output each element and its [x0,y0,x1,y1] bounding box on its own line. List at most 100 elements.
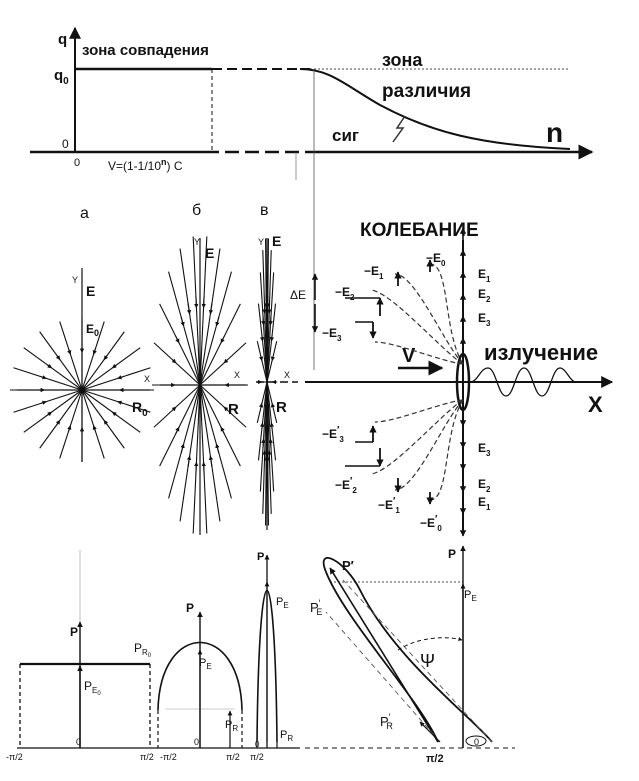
panel-v-ray-arrow [258,402,264,408]
zone-diff-label-1: зона [382,50,423,70]
panel-b-ray-arrow [223,406,229,412]
panel-b-ray [153,342,201,386]
panel-v-ray [266,381,278,423]
panel-v-R-label: R [276,399,287,416]
panel-b-ray [168,384,201,499]
label-E2-upper: E2 [478,287,491,304]
rot-PE-label: PE [464,589,477,603]
osc-upper-curve [374,341,464,365]
radiation-wave [469,367,577,397]
panel-a-ray [81,389,125,449]
rot-pi2: π/2 [426,753,444,765]
panel-a-ray [81,389,141,433]
rot-P-prime-label: P′ [342,558,354,573]
panel-v-ray [256,381,268,423]
zone-match-label: зона совпадения [82,42,209,59]
panel-b-ray [199,384,221,522]
panel-a-ray-arrow [67,425,72,432]
plot-a-P-label: P [70,625,78,639]
panel-b-ray [179,384,201,522]
panel-v-ray-arrow [269,334,275,342]
rot-PR-prime-label: P′R [380,712,393,731]
panel-v-ray [266,250,272,383]
label-q0: q0 [54,67,69,87]
label-minus-E2-upper: −E2 [335,285,355,302]
panel-b-x-label: X [234,370,240,380]
plot-v-pi2: π/2 [250,752,264,762]
panel-v-ray-arrow [259,422,265,430]
panel-a-ray [81,389,105,459]
plot-b-curve [157,641,243,711]
plot-a-minus-pi2: -π/2 [6,752,23,762]
panel-a-ray-arrow [103,419,109,426]
plot-v-zero: 0 [255,740,260,749]
panel-a-ray-arrow [55,419,61,426]
panel-v-ray-arrow [268,438,273,448]
panel-v-ray [262,381,268,514]
panel-a-ray [39,389,83,449]
panel-b-ray-arrow [215,316,220,327]
panel-b-E-label: E [205,245,214,261]
plot-a-pi2: π/2 [140,752,154,762]
plot-a-zero: 0 [76,737,81,747]
panel-b-ray-arrow [223,358,229,364]
panel-a-ray [59,389,83,459]
label-X: X [588,392,603,417]
rot-psi-label: Ψ [420,651,435,671]
panel-b-ray [199,248,221,386]
panel-b-ray [159,303,201,386]
field-panel-v [256,238,278,526]
panel-b-ray-arrow [180,443,185,454]
panel-b-y-label: Y [194,237,200,247]
panel-a-ray [39,331,83,391]
label-zero-y: 0 [62,137,69,151]
panel-v-ray [257,303,268,383]
label-E3-lower: E3 [478,441,491,458]
panel-a-ray-arrow [111,411,118,417]
panel-a-ray-arrow [46,363,53,369]
rot-PR-prime-arrow [419,721,441,743]
rot-psi-arc [397,637,463,651]
panel-v-ray [259,381,268,492]
panel-v-ray-arrow [269,422,275,430]
panel-b-ray [199,384,208,534]
panel-b-ray-arrow [194,461,199,475]
panel-b-ray-arrow [201,461,206,475]
zone-diff-label-2: различия [382,81,471,102]
sig-label: сиг [332,126,359,145]
panel-a-ray [81,321,105,391]
panel-v-ray-arrow [270,402,276,408]
plot-a-PR0-label: PR0 [134,641,152,659]
panel-a-ray-arrow [40,375,47,380]
panel-a-E-label: E [86,283,95,299]
panel-a-ray [13,389,83,413]
panel-a-ray [81,331,125,391]
panel-v-y-label: Y [258,237,264,247]
rot-zero: 0 [474,737,479,747]
plot-b-zero: 0 [194,737,199,747]
panel-b-ray-arrow [171,406,177,412]
panel-a-ray [81,347,141,391]
rot-P-label: P [448,547,456,561]
panel-a-ray [81,367,151,391]
panel-b-ray-arrow [215,443,220,454]
top-graph: q q0 0 0 зона совпадения зона различия с… [30,26,594,370]
panel-b-ray-arrow [208,455,214,467]
plot-b-PR-label: PR [225,719,238,733]
rot-dashed-2 [342,579,493,743]
panel-b-ray [199,271,232,386]
panel-b-ray-arrow [208,303,214,315]
panel-b-ray [192,236,201,386]
rot-origin-mark [465,735,487,747]
panel-b-ray [199,384,247,428]
label-minus-E1-upper: −E1 [364,264,384,281]
panel-b-ray-arrow [201,295,206,309]
panel-v-ray-arrow [259,334,265,342]
panel-b-ray [199,384,241,467]
panel-v-ray [266,341,278,383]
panel-v-E-label: E [272,233,281,249]
panel-b-ray [192,384,201,534]
panel-b-ray [199,384,232,499]
